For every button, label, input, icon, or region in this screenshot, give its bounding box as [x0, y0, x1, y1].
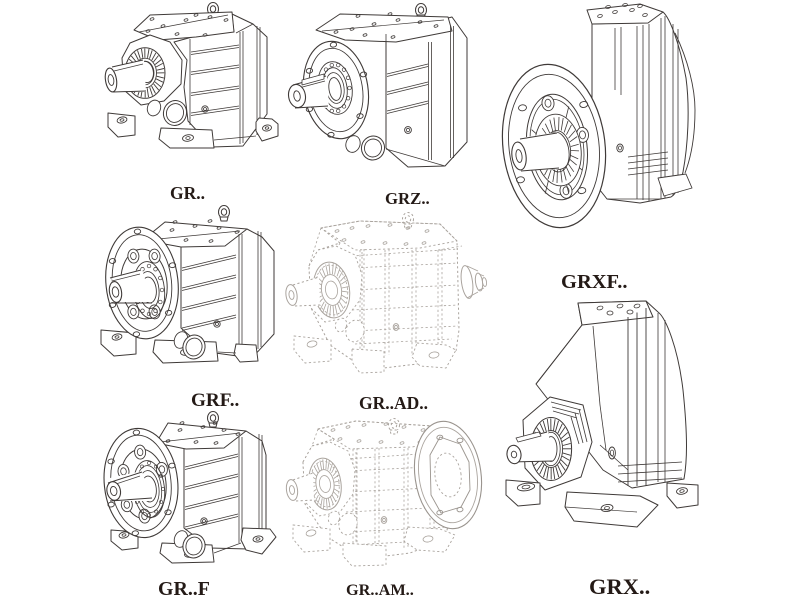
svg-text:GRXF..: GRXF..	[561, 271, 627, 293]
svg-text:GRF..: GRF..	[191, 390, 239, 411]
svg-text:GRZ..: GRZ..	[385, 189, 430, 208]
svg-text:GR..AM..: GR..AM..	[346, 580, 414, 599]
svg-text:GR..F: GR..F	[158, 578, 210, 600]
svg-text:GR..: GR..	[170, 183, 205, 203]
svg-text:GRX..: GRX..	[589, 574, 650, 599]
svg-text:GR..AD..: GR..AD..	[359, 393, 428, 413]
